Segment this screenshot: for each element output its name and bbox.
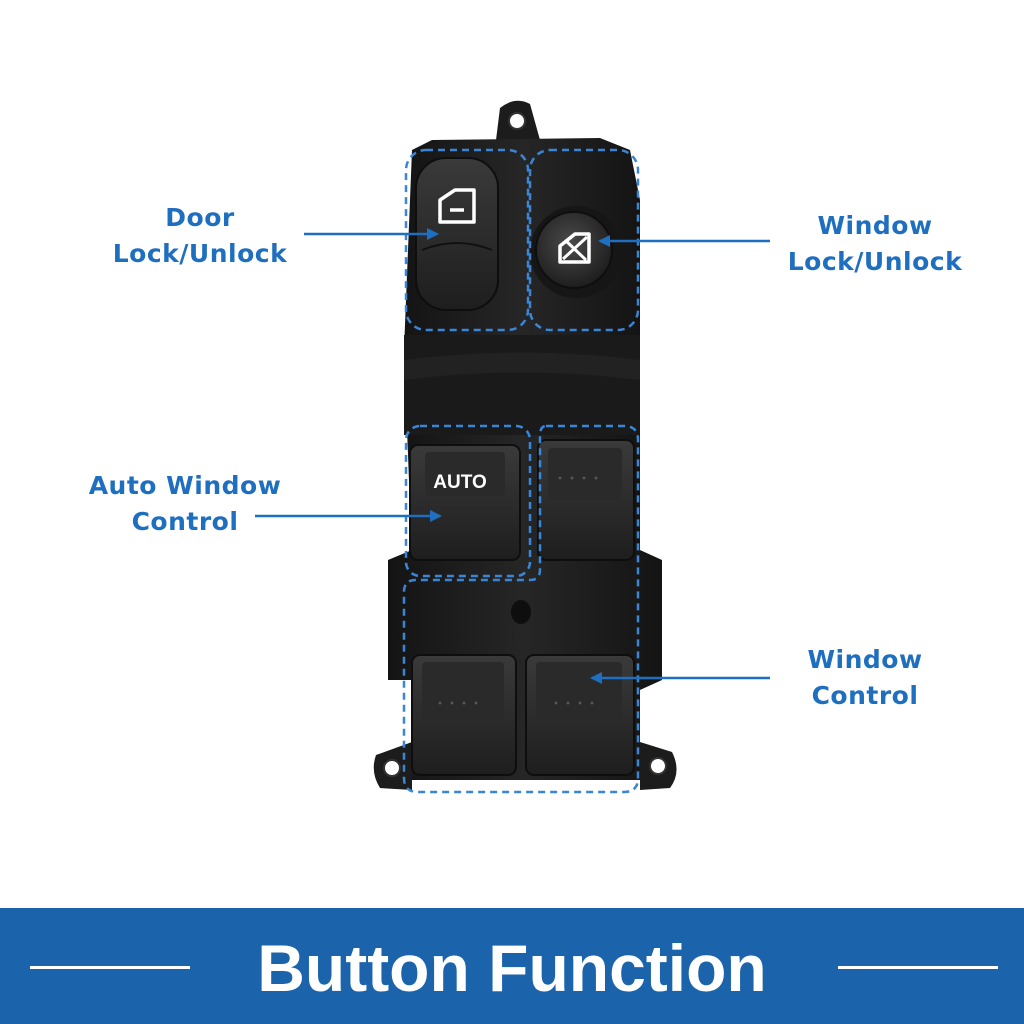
callout-arrows	[255, 228, 770, 684]
window-control-label-line1: Window	[807, 645, 923, 674]
banner-rule-left	[30, 966, 190, 969]
window-lock-label: Window Lock/Unlock	[770, 208, 980, 280]
auto-window-label: Auto Window Control	[70, 468, 300, 540]
window-button-upper-right[interactable]	[537, 439, 635, 561]
window-control-outline	[402, 424, 640, 794]
banner-title: Button Function	[257, 931, 767, 1005]
door-lock-label-line2: Lock/Unlock	[112, 239, 288, 268]
top-mount-tab	[496, 100, 540, 140]
window-lock-icon	[558, 232, 591, 264]
window-button-lower-right[interactable]	[525, 654, 635, 776]
auto-window-outline	[404, 424, 532, 578]
window-lock-label-line2: Lock/Unlock	[787, 247, 963, 276]
auto-window-label-line1: Auto Window	[88, 471, 282, 500]
banner-rule-right	[838, 966, 998, 969]
door-icon	[438, 188, 476, 224]
auto-button-label: AUTO	[433, 472, 486, 493]
window-button-lower-left[interactable]	[411, 654, 517, 776]
bottom-mount-tabs	[373, 742, 677, 790]
auto-window-button[interactable]: AUTO	[409, 444, 521, 561]
body-indicator-hole	[511, 600, 531, 624]
window-control-label: Window Control	[770, 642, 960, 714]
auto-window-label-line2: Control	[131, 507, 239, 536]
window-lock-label-line1: Window	[817, 211, 933, 240]
switch-body-ridge	[404, 335, 640, 435]
window-lock-button[interactable]	[530, 206, 622, 298]
door-lock-label-line1: Door	[165, 203, 235, 232]
door-lock-button[interactable]	[415, 157, 499, 311]
door-lock-outline	[404, 148, 530, 332]
window-control-label-line2: Control	[811, 681, 919, 710]
door-lock-label: Door Lock/Unlock	[100, 200, 300, 272]
